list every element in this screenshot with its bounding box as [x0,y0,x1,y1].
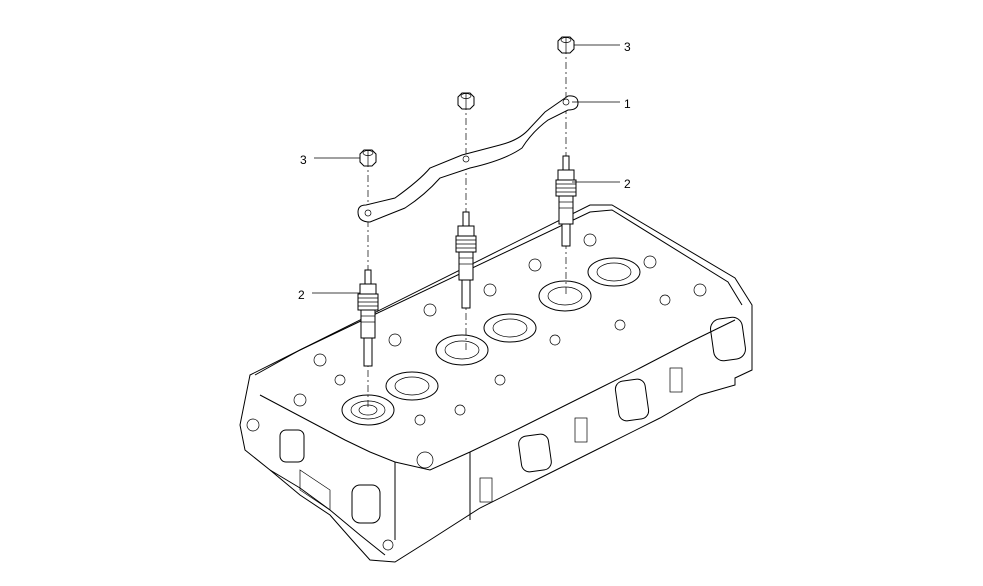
bolt-holes [293,233,707,469]
callout-3-left: 3 [300,153,360,167]
glow-plug-bus-bar [357,95,579,223]
callout-3-right: 3 [574,40,631,54]
nut-right [557,36,575,54]
valve-seat-2 [385,371,439,401]
valve-seat-6 [587,257,641,287]
glow-plug-center [455,211,477,309]
callout-label-2-left: 2 [298,288,305,302]
end-ports [246,418,394,551]
glow-plug-left [357,269,379,367]
callout-2-right: 2 [572,177,631,191]
callout-1: 1 [572,97,631,111]
callout-label-3-left: 3 [300,153,307,167]
valve-seat-3 [435,334,489,366]
valve-seat-5 [538,280,592,312]
cylinder-head [239,204,753,563]
callout-label-1: 1 [624,97,631,111]
nut-center [457,92,475,110]
glow-plug-right [555,155,577,247]
exhaust-ports [479,316,746,503]
nut-left [359,149,377,167]
valve-seat-4 [483,313,537,343]
callout-label-2-right: 2 [624,177,631,191]
callout-label-3-right: 3 [624,40,631,54]
callout-2-left: 2 [298,288,360,302]
